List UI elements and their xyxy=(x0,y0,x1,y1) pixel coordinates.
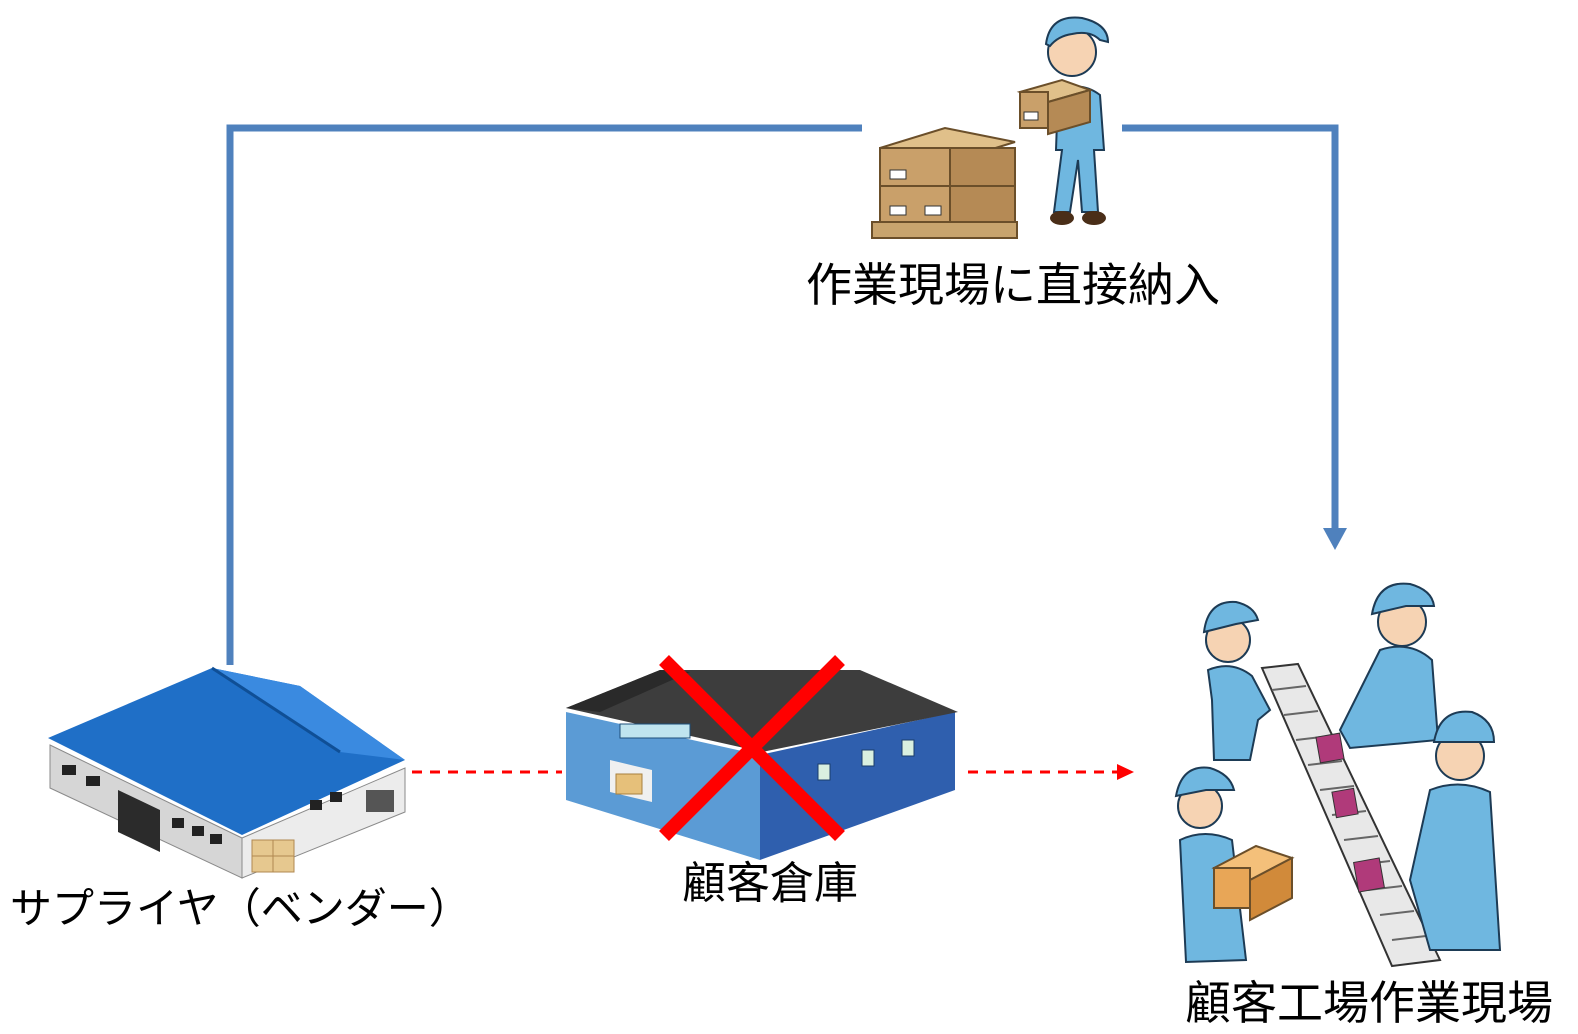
customer-warehouse-label: 顧客倉庫 xyxy=(682,858,858,909)
customer-factory-site-label: 顧客工場作業現場 xyxy=(1185,976,1553,1030)
direct-route-arrowhead xyxy=(1323,528,1347,550)
direct-route-connector xyxy=(226,124,1347,665)
delivery-worker-with-boxes-icon xyxy=(871,16,1110,239)
factory-workers-conveyor-icon xyxy=(1174,582,1502,968)
blue-roof-warehouse-icon xyxy=(48,666,406,879)
red-x-icon xyxy=(659,655,845,841)
direct-delivery-label: 作業現場に直接納入 xyxy=(806,258,1220,312)
skipped-route-arrowhead xyxy=(1117,764,1134,780)
skipped-route-connector xyxy=(412,764,1134,780)
customer-warehouse-icon xyxy=(566,670,958,860)
supplier-label: サプライヤ（ベンダー） xyxy=(10,884,471,933)
